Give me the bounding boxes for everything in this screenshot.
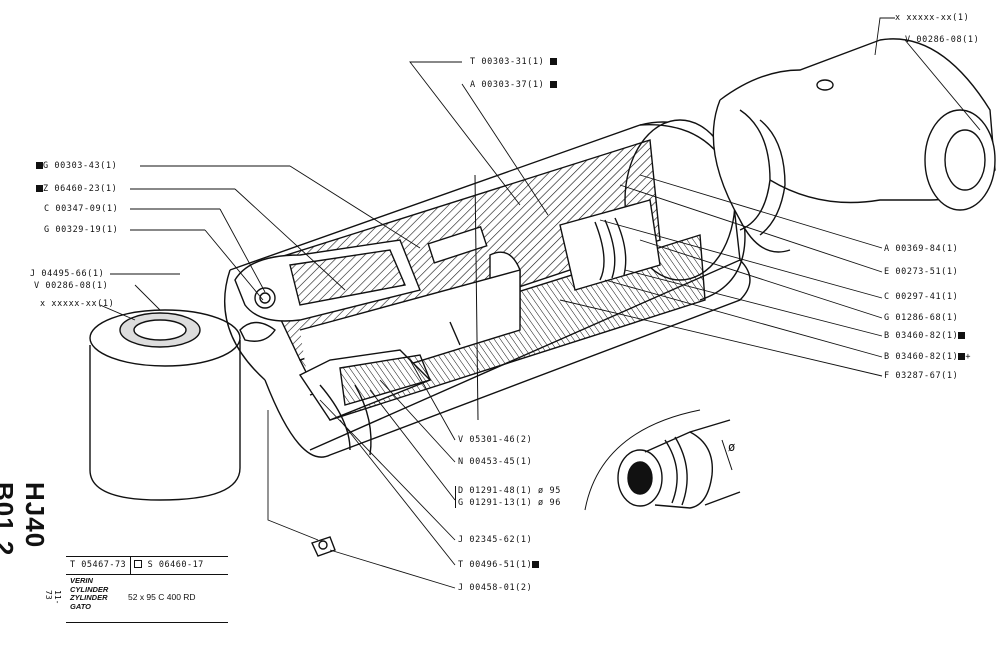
filled-square-mark: [550, 81, 558, 88]
filled-square-mark: [36, 185, 43, 192]
label-v-530146: V 05301-46(2): [458, 435, 533, 445]
drawing-date: 11-73: [44, 590, 62, 605]
title-block-divider: [130, 556, 131, 574]
left-eye-block: [89, 309, 241, 501]
label-e-27351: E 00273-51(1): [884, 267, 959, 277]
label-bracket: [455, 486, 456, 508]
title-spec: 52 x 95 C 400 RD: [128, 592, 196, 602]
right-eye-block: [712, 38, 996, 253]
label-z-64623: Z 06460-23(1): [36, 184, 117, 194]
label-j-449566: J 04495-66(1): [30, 269, 105, 279]
label-c-29741: C 00297-41(1): [884, 292, 959, 302]
label-x-top: x xxxxx-xx(1): [895, 13, 970, 23]
title-name: ZYLINDER: [70, 593, 108, 602]
bushing-detail: [584, 409, 741, 511]
title-block: [66, 556, 228, 623]
label-c-34709: C 00347-09(1): [44, 204, 119, 214]
title-name: VERIN: [70, 576, 93, 585]
open-square-mark: [134, 560, 142, 568]
title-name: CYLINDER: [70, 584, 109, 594]
label-g-30343: G 00303-43(1): [36, 161, 117, 171]
label-g-128668: G 01286-68(1): [884, 313, 959, 323]
title-name: GATO: [70, 601, 91, 611]
filled-square-mark: [958, 332, 966, 339]
label-j-234562: J 02345-62(1): [458, 535, 533, 545]
diameter-symbol: ø: [728, 440, 736, 454]
label-t-49651: T 00496-51(1): [458, 560, 540, 570]
label-d-129148: D 01291-48(1) ø 95: [458, 486, 561, 496]
label-a-36984: A 00369-84(1): [884, 244, 959, 254]
label-v-left: V 00286-08(1): [34, 281, 109, 291]
filled-square-mark: [550, 58, 558, 65]
label-b-346082a: B 03460-82(1): [884, 331, 966, 341]
label-f-328767: F 03287-67(1): [884, 371, 959, 381]
filled-square-mark: [36, 162, 43, 169]
label-t-30331: T 00303-31(1): [470, 57, 558, 67]
label-j-45801: J 00458-01(2): [458, 583, 533, 593]
filled-square-mark: [532, 561, 540, 568]
title-ref-left: T 05467-73: [70, 560, 127, 570]
title-block-row: [66, 556, 228, 575]
label-x-left: x xxxxx-xx(1): [40, 299, 115, 309]
label-v-top: V 00286-08(1): [905, 35, 980, 45]
label-g-129113: G 01291-13(1) ø 96: [458, 498, 561, 508]
title-ref-right: S 06460-17: [134, 560, 204, 570]
label-n-45345: N 00453-45(1): [458, 457, 533, 467]
title-names: VERIN CYLINDER ZYLINDER GATO: [70, 576, 109, 611]
gland-section: [234, 239, 432, 456]
leader-lines: [99, 17, 981, 589]
filled-square-mark: [958, 353, 966, 360]
label-g-32919: G 00329-19(1): [44, 225, 119, 235]
label-b-346082b: B 03460-82(1)+: [884, 352, 972, 362]
label-a-30337: A 00303-37(1): [470, 80, 558, 90]
grease-nipple: [311, 536, 336, 557]
